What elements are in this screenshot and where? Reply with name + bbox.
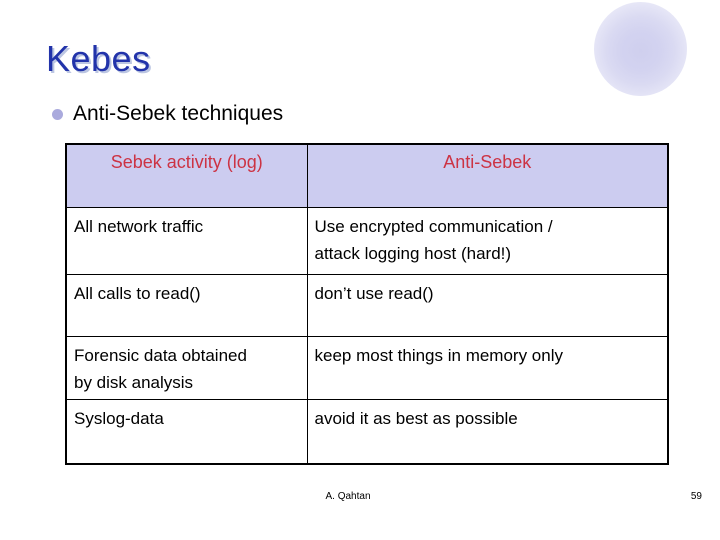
table-row: All calls to read() don’t use read() — [65, 273, 669, 337]
cell-activity: Forensic data obtained by disk analysis — [65, 335, 308, 400]
header-cell-anti-sebek: Anti-Sebek — [306, 143, 669, 208]
cell-anti-sebek: avoid it as best as possible — [306, 398, 669, 465]
bullet-label: Anti-Sebek techniques — [73, 102, 284, 125]
table-row: Syslog-data avoid it as best as possible — [65, 398, 669, 465]
table-header-row: Sebek activity (log) Anti-Sebek — [65, 143, 669, 208]
table-row: Forensic data obtained by disk analysis … — [65, 335, 669, 400]
slide-title: Kebes — [46, 38, 151, 79]
decorative-sphere — [594, 2, 687, 96]
cell-activity: Syslog-data — [65, 398, 308, 465]
footer-page-number: 59 — [690, 491, 702, 502]
anti-sebek-table: Sebek activity (log) Anti-Sebek All netw… — [65, 143, 669, 465]
bullet-item: Anti-Sebek techniques — [52, 102, 283, 126]
table-row: All network traffic Use encrypted commun… — [65, 206, 669, 275]
bullet-icon — [52, 108, 63, 120]
cell-anti-sebek: keep most things in memory only — [306, 335, 669, 400]
cell-anti-sebek: don’t use read() — [306, 273, 669, 337]
header-cell-activity: Sebek activity (log) — [65, 143, 308, 208]
cell-activity: All calls to read() — [65, 273, 308, 337]
footer-author: A. Qahtan — [325, 491, 371, 502]
cell-activity: All network traffic — [65, 206, 308, 275]
cell-anti-sebek: Use encrypted communication / attack log… — [306, 206, 669, 275]
